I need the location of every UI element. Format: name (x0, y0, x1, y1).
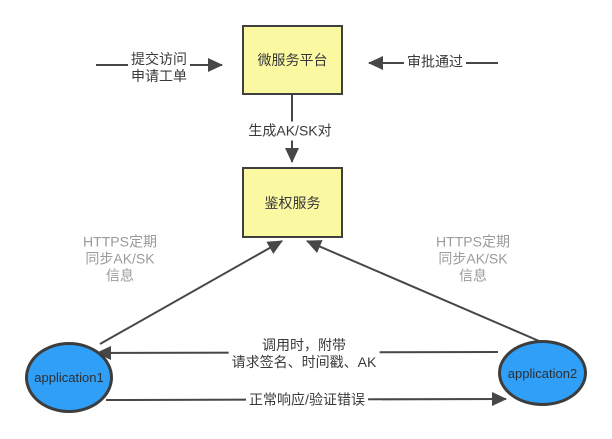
edge-sync-right-arrow (306, 240, 547, 345)
node-auth-service: 鉴权服务 (242, 167, 343, 238)
node-application2-label: application2 (507, 365, 578, 381)
label-https-sync-left-line2: 同步AK/SK (85, 250, 155, 267)
node-application1: application1 (25, 342, 113, 413)
edge-sync-left-arrow (99, 240, 283, 345)
label-call-with-signature: 调用时，附带 请求签名、时间戳、AK (228, 336, 380, 372)
label-call-with-signature-line2: 请求签名、时间戳、AK (231, 354, 377, 370)
label-submit-ticket-line2: 申请工单 (131, 68, 187, 84)
label-submit-ticket: 提交访问 申请工单 (128, 50, 190, 86)
label-https-sync-right-line2: 同步AK/SK (438, 250, 508, 267)
label-call-with-signature-line1: 调用时，附带 (262, 337, 346, 353)
node-microservice-platform-label: 微服务平台 (257, 52, 328, 68)
label-generate-aksk: 生成AK/SK对 (245, 121, 335, 141)
label-submit-ticket-line1: 提交访问 (131, 51, 187, 67)
label-https-sync-left-line3: 信息 (105, 267, 134, 284)
label-https-sync-right-line3: 信息 (458, 267, 487, 284)
label-https-sync-right: HTTPS定期 同步AK/SK 信息 (436, 234, 510, 285)
label-https-sync-left: HTTPS定期 同步AK/SK 信息 (83, 234, 157, 285)
label-https-sync-left-line1: HTTPS定期 (83, 233, 157, 250)
node-application2: application2 (498, 340, 587, 406)
node-auth-service-label: 鉴权服务 (264, 194, 321, 211)
label-approve: 审批通过 (404, 52, 466, 72)
label-https-sync-right-line1: HTTPS定期 (436, 233, 510, 250)
node-microservice-platform: 微服务平台 (242, 25, 343, 95)
node-application1-label: application1 (34, 370, 104, 385)
label-response: 正常响应/验证错误 (246, 390, 368, 410)
